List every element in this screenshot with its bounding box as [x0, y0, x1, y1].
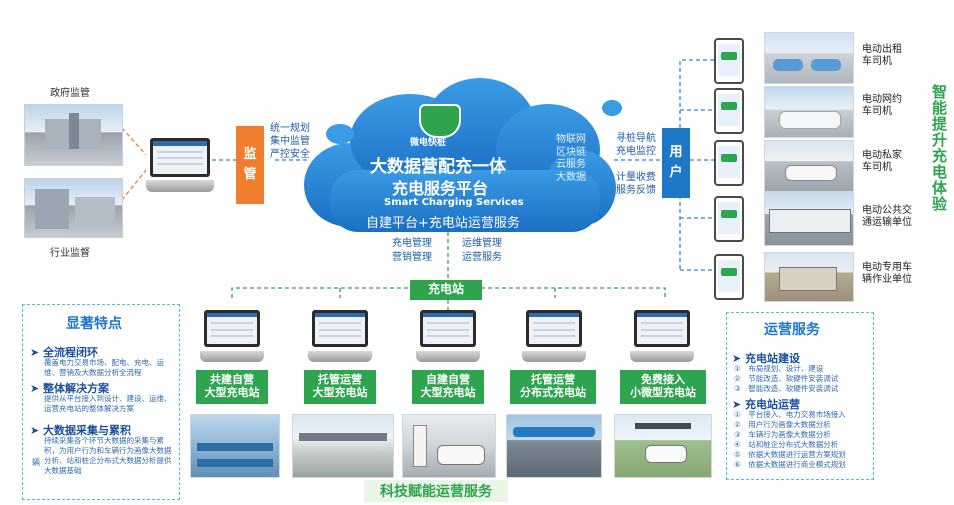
- phone-icon: [714, 254, 744, 300]
- station-type-tag: 免费接入 小微型充电站: [620, 370, 706, 404]
- station-laptop: [416, 310, 480, 362]
- user-link-4: 服务反馈: [616, 185, 656, 196]
- operations-item: ⑥ 依据大数据进行商业模式规划: [734, 460, 846, 469]
- supervision-laptop: [146, 138, 214, 192]
- station-photo: [614, 414, 712, 478]
- bottom-slogan: 科技赋能运营服务: [364, 480, 508, 502]
- platform-english-name: Smart Charging Services: [384, 197, 524, 208]
- user-category: 电动网约 车司机: [862, 94, 902, 117]
- government-label: 政府监管: [50, 88, 90, 99]
- management-right-2: 运营服务: [462, 252, 502, 263]
- charging-station-tag: 充电站: [410, 280, 482, 300]
- user-box: 用 户: [662, 128, 690, 198]
- station-laptop: [308, 310, 372, 362]
- special-vehicle-photo: [764, 252, 854, 302]
- phone-icon: [714, 196, 744, 242]
- operations-item: ③ 智能改造、软硬件安装调试: [734, 384, 839, 393]
- feature-heading: ➤ 全流程闭环: [30, 346, 99, 359]
- supervision-box: 监 管: [236, 126, 264, 204]
- operations-item: ④ 站和桩企分布式大数据分析: [734, 440, 839, 449]
- station-photo: [292, 414, 394, 478]
- operations-heading: ➤ 充电站建设: [732, 352, 801, 365]
- user-link-3: 计量收费: [616, 172, 656, 183]
- private-car-photo: [764, 140, 854, 192]
- tech-list: 物联网 区块链 云服务 大数据: [556, 134, 596, 184]
- feature-text: 覆盖电力交易市场、配电、充电、运维、营销及大数据分析全流程: [44, 358, 164, 377]
- station-photo: [190, 414, 280, 478]
- phone-icon: [714, 38, 744, 84]
- station-type-tag: 共建自营 大型充电站: [196, 370, 268, 404]
- features-title: 显著特点: [66, 316, 122, 332]
- phone-icon: [714, 140, 744, 186]
- feature-text: 提供从平台接入到设计、建设、运维、运营充电站的整体解决方案: [44, 394, 172, 413]
- platform-subtitle: 自建平台+充电站运营服务: [366, 216, 520, 231]
- operations-item: ① 平台接入、电力交易市场接入: [734, 410, 846, 419]
- operations-item: ② 节能改造、软硬件安装调试: [734, 374, 839, 383]
- station-type-tag: 自建自营 大型充电站: [412, 370, 484, 404]
- feature-heading: ➤ 大数据采集与累积: [30, 424, 132, 437]
- logo-shield-icon: [419, 104, 461, 138]
- tech-item: 物联网: [556, 134, 586, 145]
- platform-title-line-2: 充电服务平台: [392, 179, 489, 198]
- supervision-line-1: 统一规划: [270, 123, 310, 134]
- operations-item: ③ 车辆行为画像大数据分析: [734, 430, 831, 439]
- taxi-photo: [764, 32, 854, 84]
- user-category: 电动公共交 通运输单位: [862, 205, 912, 228]
- operations-item: ⑤ 依据大数据进行运营方案规划: [734, 450, 846, 459]
- tech-item: 大数据: [556, 171, 586, 183]
- feature-text: 持续采集各个环节大数据的采集与累积，为用户行为和车辆行为画像大数据分析、站和桩企…: [44, 436, 172, 475]
- station-laptop: [630, 310, 694, 362]
- logo-text: 微电快桩: [410, 138, 447, 148]
- station-laptop: [522, 310, 586, 362]
- station-laptop: [200, 310, 264, 362]
- station-type-tag: 托管运营 分布式充电站: [510, 370, 596, 404]
- operations-item: ② 用户行为画像大数据分析: [734, 420, 831, 429]
- tech-item: 云服务: [556, 159, 586, 170]
- user-category: 电动专用车 辆作业单位: [862, 262, 912, 285]
- management-left-1: 充电管理: [392, 238, 432, 249]
- operations-item: ① 布局规划、设计、建设: [734, 364, 824, 373]
- user-link-2: 充电监控: [616, 146, 656, 157]
- station-photo: [402, 414, 496, 478]
- feature-heading: ➤ 整体解决方案: [30, 382, 110, 395]
- platform-title-line-1: 大数据营配充一体: [370, 157, 506, 177]
- user-link-1: 寻桩导航: [616, 133, 656, 144]
- feature-stray-char: 辆: [32, 458, 40, 467]
- ride-hailing-photo: [764, 86, 854, 138]
- operations-heading: ➤ 充电站运营: [732, 398, 801, 411]
- station-photo: [506, 414, 602, 478]
- industry-label: 行业监督: [50, 248, 90, 259]
- tech-item: 区块链: [556, 146, 586, 158]
- user-category: 电动私家 车司机: [862, 150, 902, 173]
- operations-panel: [726, 312, 874, 480]
- operations-title: 运营服务: [764, 322, 820, 338]
- vertical-slogan: 智能提升充电体验: [930, 84, 948, 212]
- supervision-line-3: 严控安全: [270, 149, 310, 160]
- government-building-image: [24, 104, 123, 166]
- phone-icon: [714, 88, 744, 134]
- supervision-line-2: 集中监管: [270, 136, 310, 147]
- features-panel: [22, 304, 180, 500]
- industry-building-image: [24, 178, 123, 238]
- management-left-2: 营销管理: [392, 252, 432, 263]
- station-type-tag: 托管运营 大型充电站: [304, 370, 376, 404]
- bus-photo: [764, 192, 854, 246]
- user-category: 电动出租 车司机: [862, 44, 902, 67]
- management-right-1: 运维管理: [462, 238, 502, 249]
